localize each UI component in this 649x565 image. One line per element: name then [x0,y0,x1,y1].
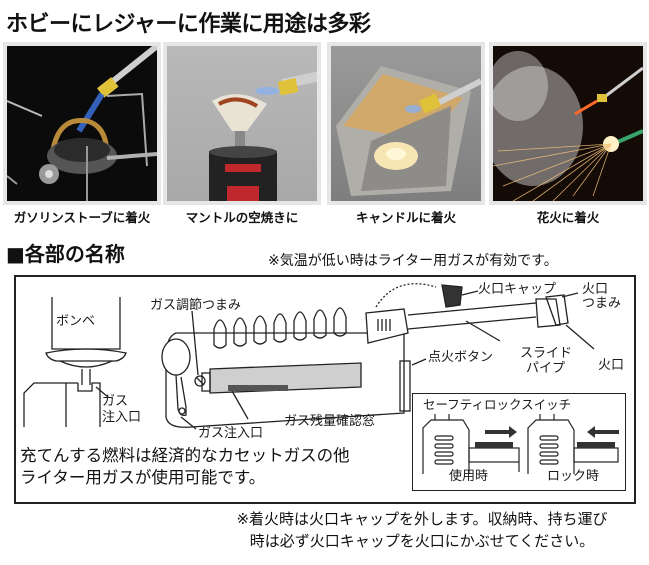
photo-caption: ガソリンストーブに着火 [13,210,151,225]
fuel-description-line1: 充てんする燃料は経済的なカセットガスの他 [20,446,350,465]
photo-caption: 花火に着火 [536,210,600,225]
page-title: ホビーにレジャーに作業に用途は多彩 [6,12,371,37]
firework-illustration [493,51,643,201]
label-slide-pipe-1: スライド [520,346,573,361]
label-slide-pipe-2: パイプ [526,361,566,376]
arrow-left-icon [587,426,619,438]
footnote: ※着火時は火口キャップを外します。収納時、持ち運び 時は必ず火口キャップを火口に… [212,508,632,552]
label-gas-inlet-left-1: ガス [102,394,129,409]
label-gas-adjust-knob: ガス調節つまみ [150,298,242,313]
label-ignition-button: 点火ボタン [428,350,494,365]
photo-caption: マントルの空焼きに [185,210,299,225]
section-note: ※気温が低い時はライター用ガスが有効です。 [268,253,558,269]
lock-label-in-use: 使用時 [449,469,489,484]
footnote-line2: 時は必ず火口キャップを火口にかぶせてください。 [249,532,595,550]
label-nozzle-knob-2: つまみ [582,296,622,311]
candle-illustration [336,66,481,196]
section-title: ■各部の名称 [6,242,125,266]
safety-lock-panel: セーフティロックスイッチ 使用時 ロッ [412,393,626,491]
mantle-illustration [209,70,317,201]
arrow-right-icon [485,426,517,438]
torch-diagram-illustration [23,283,595,430]
photo-candle [327,42,485,205]
label-nozzle-knob-1: 火口 [582,282,609,297]
gas-stove-illustration [7,46,157,201]
label-cylinder: ボンベ [56,314,96,329]
label-nozzle-cap: 火口キャップ [478,282,557,297]
parts-diagram: ボンベ ガス 注入口 ガス調節つまみ ガス注入口 ガス残量確認窓 火口キャップ … [14,275,636,504]
label-gas-window: ガス残量確認窓 [284,414,376,429]
lock-switch-illustration [422,414,619,474]
lock-switch-title: セーフティロックスイッチ [423,397,572,412]
photo-mantle [163,42,321,205]
lock-label-locked: ロック時 [547,469,600,484]
photo-firework [489,42,647,205]
fuel-description-line2: ライター用ガスが使用可能です。 [20,468,266,487]
photo-caption: キャンドルに着火 [355,210,456,225]
footnote-line1: ※着火時は火口キャップを外します。収納時、持ち運び [236,510,608,528]
label-gas-inlet: ガス注入口 [198,426,264,441]
photo-gas-stove [3,42,161,205]
label-nozzle: 火口 [598,358,625,373]
label-gas-inlet-left-2: 注入口 [102,410,142,425]
fuel-description: 充てんする燃料は経済的なカセットガスの他 ライター用ガスが使用可能です。 [20,445,350,489]
